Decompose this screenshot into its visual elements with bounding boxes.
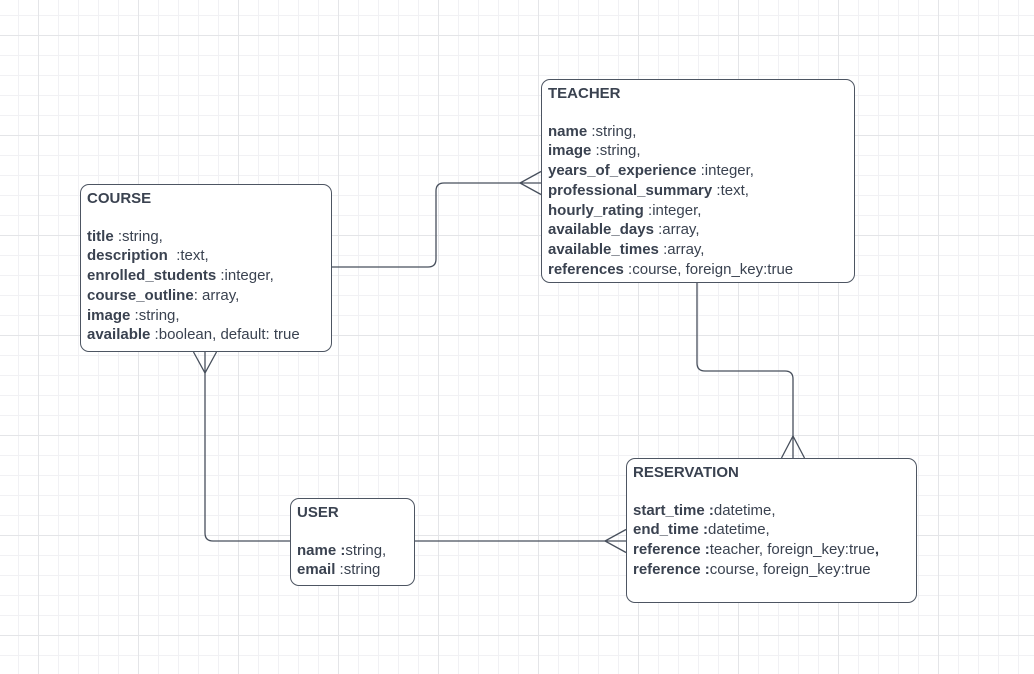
edge-teacher-reservation[interactable] [696, 283, 794, 458]
field-row: email :string [297, 560, 407, 580]
field-type: :string, [591, 142, 641, 160]
field-row: years_of_experience :integer, [548, 161, 847, 181]
field-type: :boolean, default: true [150, 326, 300, 344]
field-name: image [87, 306, 131, 324]
field-name: available_times [548, 240, 659, 258]
field-type: :text, [167, 247, 209, 265]
field-name: hourly_rating [548, 201, 644, 219]
field-row: available_days :array, [548, 220, 847, 240]
field-name: image [548, 142, 592, 160]
field-name: name : [297, 541, 346, 559]
field-type: :integer, [216, 267, 274, 285]
field-row: name :string, [297, 541, 407, 561]
field-type: :string [335, 561, 381, 579]
field-name: course_outline [87, 286, 194, 304]
field-name: available [87, 326, 151, 344]
entity-course-fields: title :string, description :text, enroll… [87, 227, 324, 345]
field-type: datetime, [713, 501, 776, 519]
field-type: :array, [658, 240, 705, 258]
field-row: description :text, [87, 246, 324, 266]
field-type: teacher, foreign_key:true [709, 541, 875, 559]
field-row: image :string, [87, 306, 324, 326]
field-type: :course, foreign_key:true [623, 260, 794, 278]
field-name: professional_summary [548, 181, 713, 199]
field-row: professional_summary :text, [548, 181, 847, 201]
field-type: datetime, [708, 521, 770, 539]
entity-user[interactable]: USER name :string, email :string [290, 498, 415, 586]
field-name: references [548, 260, 624, 278]
crowsfoot-reservation-left-icon [603, 528, 627, 554]
entity-reservation[interactable]: RESERVATION start_time :datetime, end_ti… [626, 458, 917, 603]
field-type: :string, [130, 306, 180, 324]
field-type: :text, [712, 181, 749, 199]
field-type: course, foreign_key:true [709, 560, 871, 578]
field-row: hourly_rating :integer, [548, 201, 847, 221]
field-type: string, [345, 541, 387, 559]
field-row: title :string, [87, 227, 324, 247]
field-name: available_days [548, 221, 654, 239]
crowsfoot-course-bottom-icon [192, 351, 218, 375]
edge-course-teacher[interactable] [332, 182, 541, 268]
field-row: available_times :array, [548, 240, 847, 260]
field-type: : array, [193, 286, 240, 304]
entity-user-title: USER [297, 504, 339, 521]
field-name: reference : [633, 541, 710, 559]
field-row: image :string, [548, 141, 847, 161]
entity-course[interactable]: COURSE title :string, description :text,… [80, 184, 332, 352]
edge-course-user[interactable] [204, 352, 290, 542]
entity-reservation-fields: start_time :datetime, end_time :datetime… [633, 501, 909, 580]
field-type: :integer, [643, 201, 702, 219]
field-name: end_time : [633, 521, 709, 539]
field-type: :string, [113, 227, 163, 245]
field-name: enrolled_students [87, 267, 217, 285]
field-row: reference :teacher, foreign_key:true, [633, 540, 909, 560]
field-row: enrolled_students :integer, [87, 266, 324, 286]
field-row: reference :course, foreign_key:true [633, 560, 909, 580]
field-name: name [548, 122, 588, 140]
entity-teacher[interactable]: TEACHER name :string, image :string, yea… [541, 79, 855, 283]
field-name: start_time : [633, 501, 714, 519]
field-row: available :boolean, default: true [87, 325, 324, 345]
field-type: :string, [587, 122, 637, 140]
field-row: references :course, foreign_key:true [548, 260, 847, 280]
field-name: reference : [633, 560, 710, 578]
field-name: description [87, 247, 168, 265]
field-row: end_time :datetime, [633, 520, 909, 540]
crowsfoot-reservation-top-icon [780, 434, 806, 459]
field-row: start_time :datetime, [633, 501, 909, 521]
crowsfoot-teacher-icon [518, 170, 542, 196]
field-row: course_outline: array, [87, 286, 324, 306]
entity-teacher-title: TEACHER [548, 85, 621, 102]
entity-teacher-fields: name :string, image :string, years_of_ex… [548, 122, 847, 280]
field-row: name :string, [548, 122, 847, 142]
field-name: email [297, 561, 336, 579]
entity-reservation-title: RESERVATION [633, 464, 739, 481]
field-name: years_of_experience [548, 162, 697, 180]
entity-course-title: COURSE [87, 190, 152, 207]
field-type: :array, [653, 221, 700, 239]
entity-user-fields: name :string, email :string [297, 541, 407, 580]
field-name: title [87, 227, 114, 245]
field-suffix: , [874, 541, 879, 559]
field-type: :integer, [696, 162, 754, 180]
